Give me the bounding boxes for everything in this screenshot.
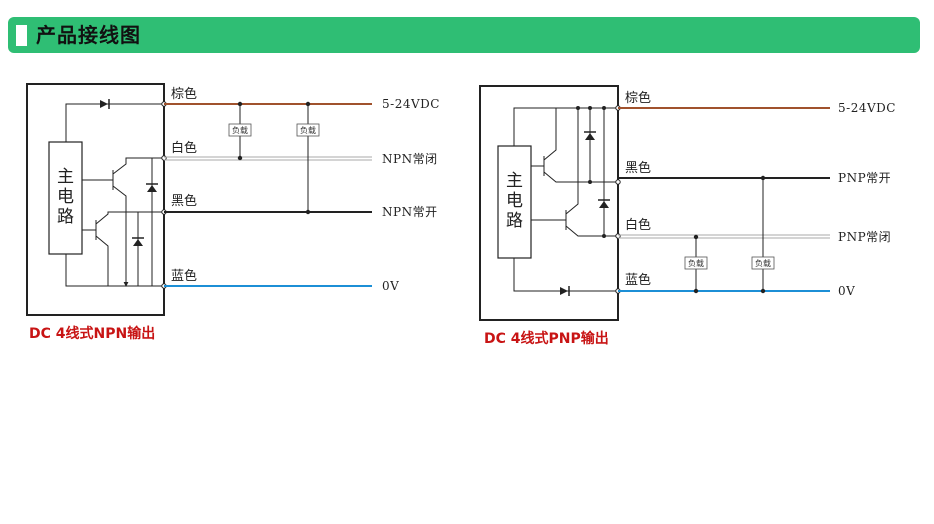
pnp-load-1-label: 负载 [688, 258, 704, 268]
npn-diode-power [100, 100, 108, 108]
pnp-internal-circuit [513, 107, 618, 292]
npn-terminal-no: NPN常开 [382, 205, 438, 219]
npn-diode-no [133, 239, 143, 246]
npn-label-brown: 棕色 [171, 86, 197, 102]
npn-diagram: 主 电 路 [26, 83, 440, 342]
npn-terminal-zero: 0V [382, 279, 399, 293]
pnp-main-char-1: 主 [506, 171, 523, 191]
npn-label-black: 黑色 [171, 193, 197, 209]
pnp-main-char-2: 电 [506, 191, 523, 211]
pnp-diagram: 主 电 路 [479, 85, 896, 347]
pnp-terminal-nc: PNP常闭 [838, 230, 891, 244]
section-title: 产品接线图 [36, 23, 141, 47]
pnp-caption: DC 4线式PNP输出 [484, 330, 609, 347]
pnp-load-2-label: 负载 [755, 258, 771, 268]
pnp-label-brown: 棕色 [625, 90, 651, 106]
npn-label-blue: 蓝色 [171, 268, 197, 284]
pnp-sensor-box [479, 85, 619, 321]
pnp-terminal-zero: 0V [838, 284, 855, 298]
pnp-terminal-no: PNP常开 [838, 171, 891, 185]
npn-main-char-1: 主 [57, 167, 74, 187]
npn-diode-nc [147, 185, 157, 192]
pnp-terminal-power: 5-24VDC [838, 101, 896, 115]
pnp-diode-ground [560, 287, 568, 295]
pnp-diode-nc [599, 201, 609, 208]
pnp-load-2 [751, 256, 775, 270]
pnp-label-white: 白色 [625, 217, 651, 233]
npn-label-white: 白色 [171, 140, 197, 156]
pnp-main-char-3: 路 [506, 211, 523, 231]
section-header: 产品接线图 [8, 17, 920, 53]
pnp-diode-no [585, 133, 595, 140]
npn-load-1-label: 负载 [232, 125, 248, 135]
npn-diodes [100, 99, 158, 246]
npn-terminal-nc: NPN常闭 [382, 152, 438, 166]
npn-load-1 [228, 123, 252, 137]
npn-main-char-3: 路 [57, 207, 74, 227]
pnp-diodes [560, 131, 610, 296]
npn-internal-circuit [65, 103, 164, 287]
npn-load-2-label: 负载 [300, 125, 316, 135]
npn-terminal-power: 5-24VDC [382, 97, 440, 111]
npn-sensor-box [26, 83, 165, 316]
pnp-label-black: 黑色 [625, 160, 651, 176]
header-marker [16, 25, 27, 46]
pnp-load-1 [684, 256, 708, 270]
npn-caption: DC 4线式NPN输出 [29, 325, 155, 342]
pnp-label-blue: 蓝色 [625, 272, 651, 288]
npn-load-2 [296, 123, 320, 137]
npn-main-char-2: 电 [57, 187, 74, 207]
